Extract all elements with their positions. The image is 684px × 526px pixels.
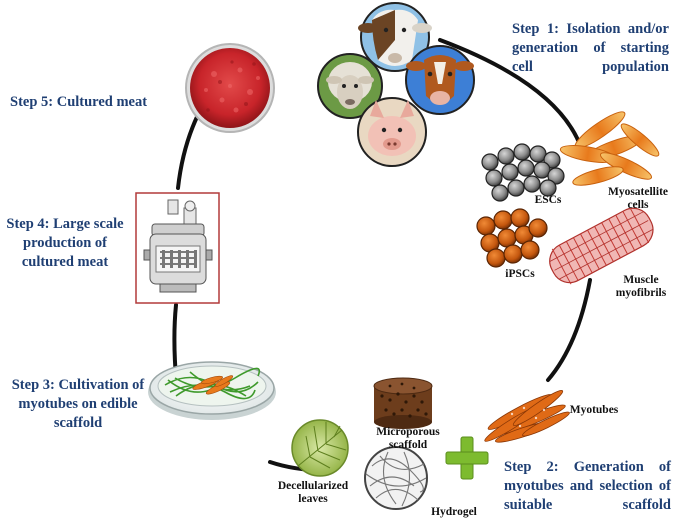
myotubes-image bbox=[484, 390, 570, 443]
escs-label: ESCs bbox=[534, 194, 562, 206]
arc-cells-to-myotubes bbox=[546, 278, 592, 382]
myotubes-label: Myotubes bbox=[569, 404, 619, 416]
hydrogel-label: Hydrogel bbox=[431, 506, 477, 518]
scaffold-petri-dish bbox=[148, 361, 276, 420]
cow-image bbox=[405, 45, 475, 115]
muscle-label: Muscle myofibrils bbox=[615, 274, 667, 299]
ipscs-cluster bbox=[476, 208, 548, 268]
cultured-meat-dish bbox=[185, 43, 275, 133]
source-animals bbox=[317, 2, 475, 167]
escs-cluster bbox=[481, 143, 565, 202]
leaves-label: Decellularized leaves bbox=[277, 480, 349, 505]
arc-step1-to-cells bbox=[438, 38, 584, 152]
sheep-image bbox=[317, 53, 383, 119]
plus-icon bbox=[445, 436, 489, 480]
decellularized-leaves bbox=[291, 419, 349, 477]
microporous-label: Microporous scaffold bbox=[376, 426, 440, 451]
step3-text: Step 3: Cultivation of myotubes on edibl… bbox=[11, 377, 145, 431]
step1-text: Step 1: Isolation and/or generation of s… bbox=[512, 21, 669, 75]
microporous-scaffold bbox=[373, 377, 433, 429]
muscle-myofibrils bbox=[549, 207, 654, 285]
myosatellite-cells bbox=[559, 111, 660, 186]
step2-text: Step 2: Generation of myotubes and selec… bbox=[504, 459, 671, 513]
hydrogel bbox=[364, 446, 428, 510]
step5-text: Step 5: Cultured meat bbox=[10, 94, 148, 110]
step4-text: Step 4: Large scale production of cultur… bbox=[6, 216, 124, 270]
myosatellite-label: Myosatellite cells bbox=[607, 186, 669, 211]
bioreactor bbox=[135, 192, 220, 304]
ipscs-label: iPSCs bbox=[505, 268, 535, 280]
pig-image bbox=[357, 97, 427, 167]
goat-image bbox=[358, 2, 432, 72]
